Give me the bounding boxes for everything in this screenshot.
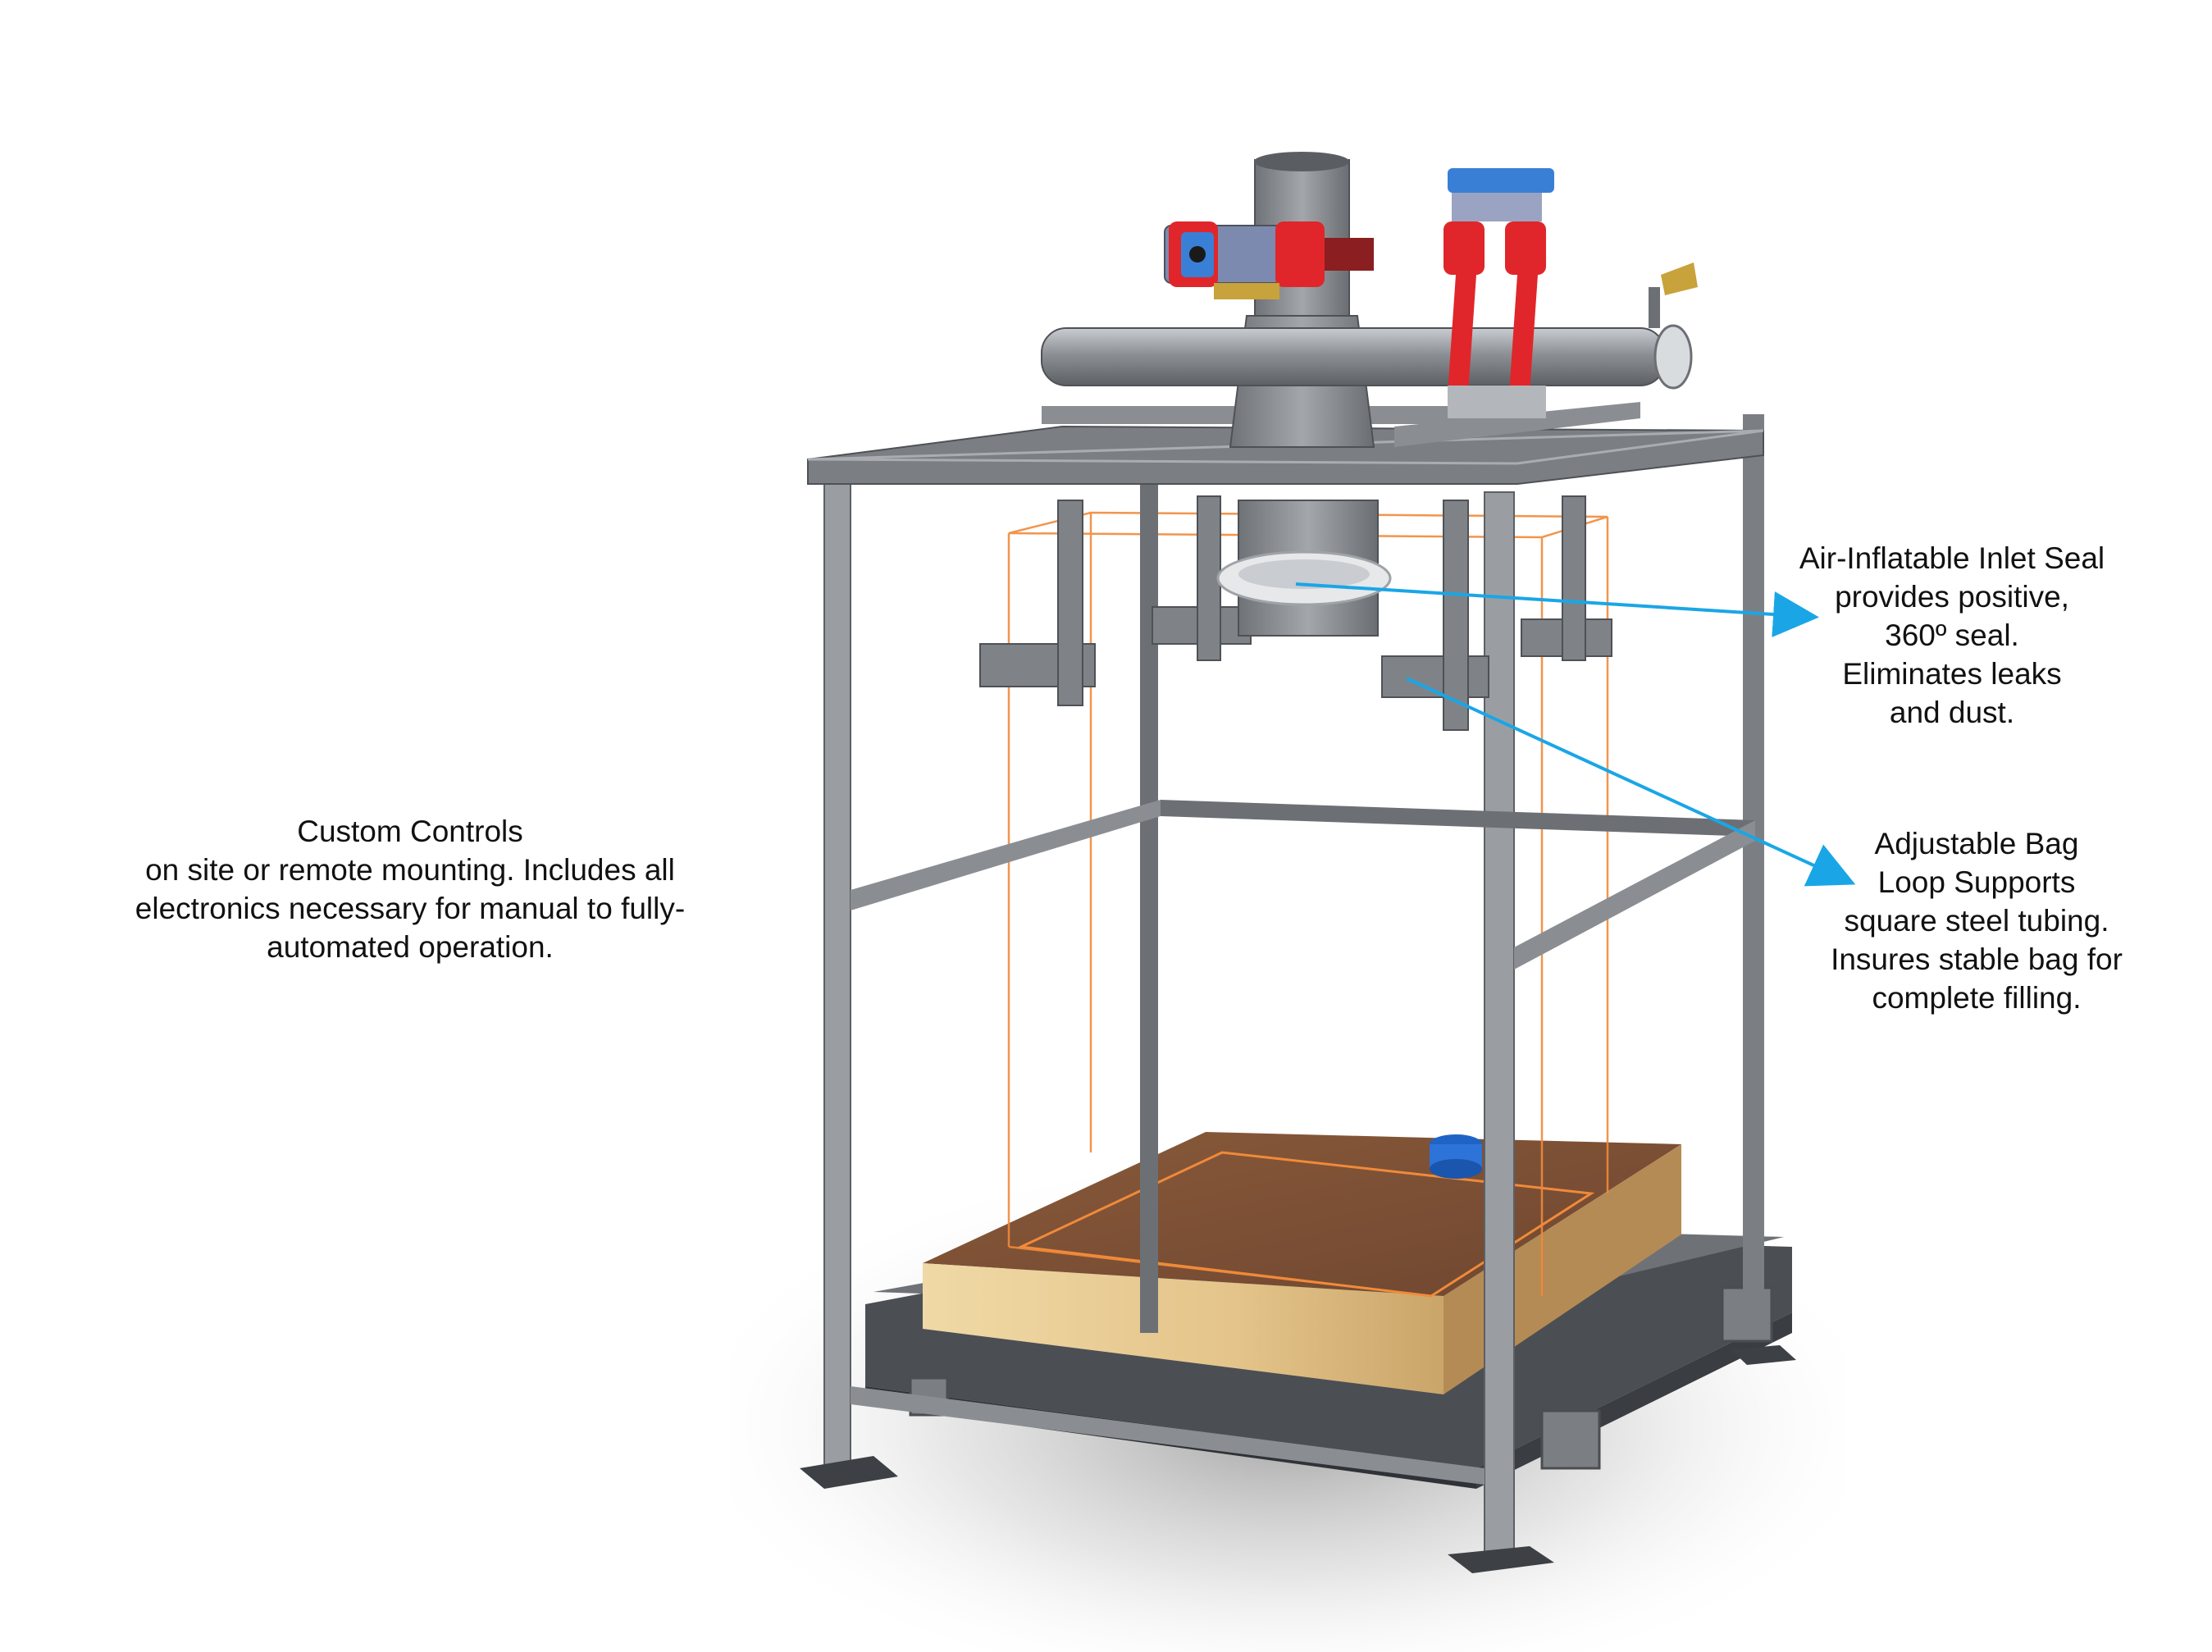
bag-loop-line-1: Adjustable Bag	[1874, 827, 2079, 860]
custom-controls-line-3: electronics necessary for manual to full…	[135, 892, 686, 925]
bag-loop-line-4: Insures stable bag for	[1831, 942, 2123, 976]
bag-loop-line-3: square steel tubing.	[1844, 904, 2109, 938]
rotary-valve-actuator	[1164, 221, 1374, 299]
inlet-seal-line-3: 360º seal.	[1885, 618, 2019, 652]
inlet-seal-line-4: Eliminates leaks	[1842, 657, 2062, 691]
inlet-seal-label: Air-Inflatable Inlet Seal provides posit…	[1739, 539, 2165, 732]
butterfly-valves	[1444, 168, 1554, 418]
inlet-seal-line-2: provides positive,	[1835, 580, 2069, 614]
inlet-seal-line-1: Air-Inflatable Inlet Seal	[1799, 541, 2105, 575]
discharge-pipe	[1041, 262, 1698, 390]
bag-loop-line-2: Loop Supports	[1877, 865, 2076, 899]
bag-loop-line-5: complete filling.	[1872, 981, 2082, 1015]
custom-controls-line-2: on site or remote mounting. Includes all	[145, 853, 675, 887]
bag-loop-arrow	[1406, 677, 1856, 887]
bag-loop-supports	[979, 495, 1612, 731]
custom-controls-line-4: automated operation.	[267, 930, 554, 964]
inflatable-inlet-seal	[1216, 550, 1392, 606]
inlet-seal-line-5: and dust.	[1889, 696, 2015, 729]
bag-loop-supports-label: Adjustable Bag Loop Supports square stee…	[1763, 824, 2190, 1017]
steel-frame	[800, 414, 1796, 1573]
custom-controls-label: Custom Controls on site or remote mounti…	[98, 812, 722, 966]
inlet-seal-arrow	[1295, 582, 1819, 637]
custom-controls-line-1: Custom Controls	[297, 815, 523, 848]
bag-spout-cap	[1430, 1134, 1482, 1179]
top-frame	[807, 402, 1764, 485]
